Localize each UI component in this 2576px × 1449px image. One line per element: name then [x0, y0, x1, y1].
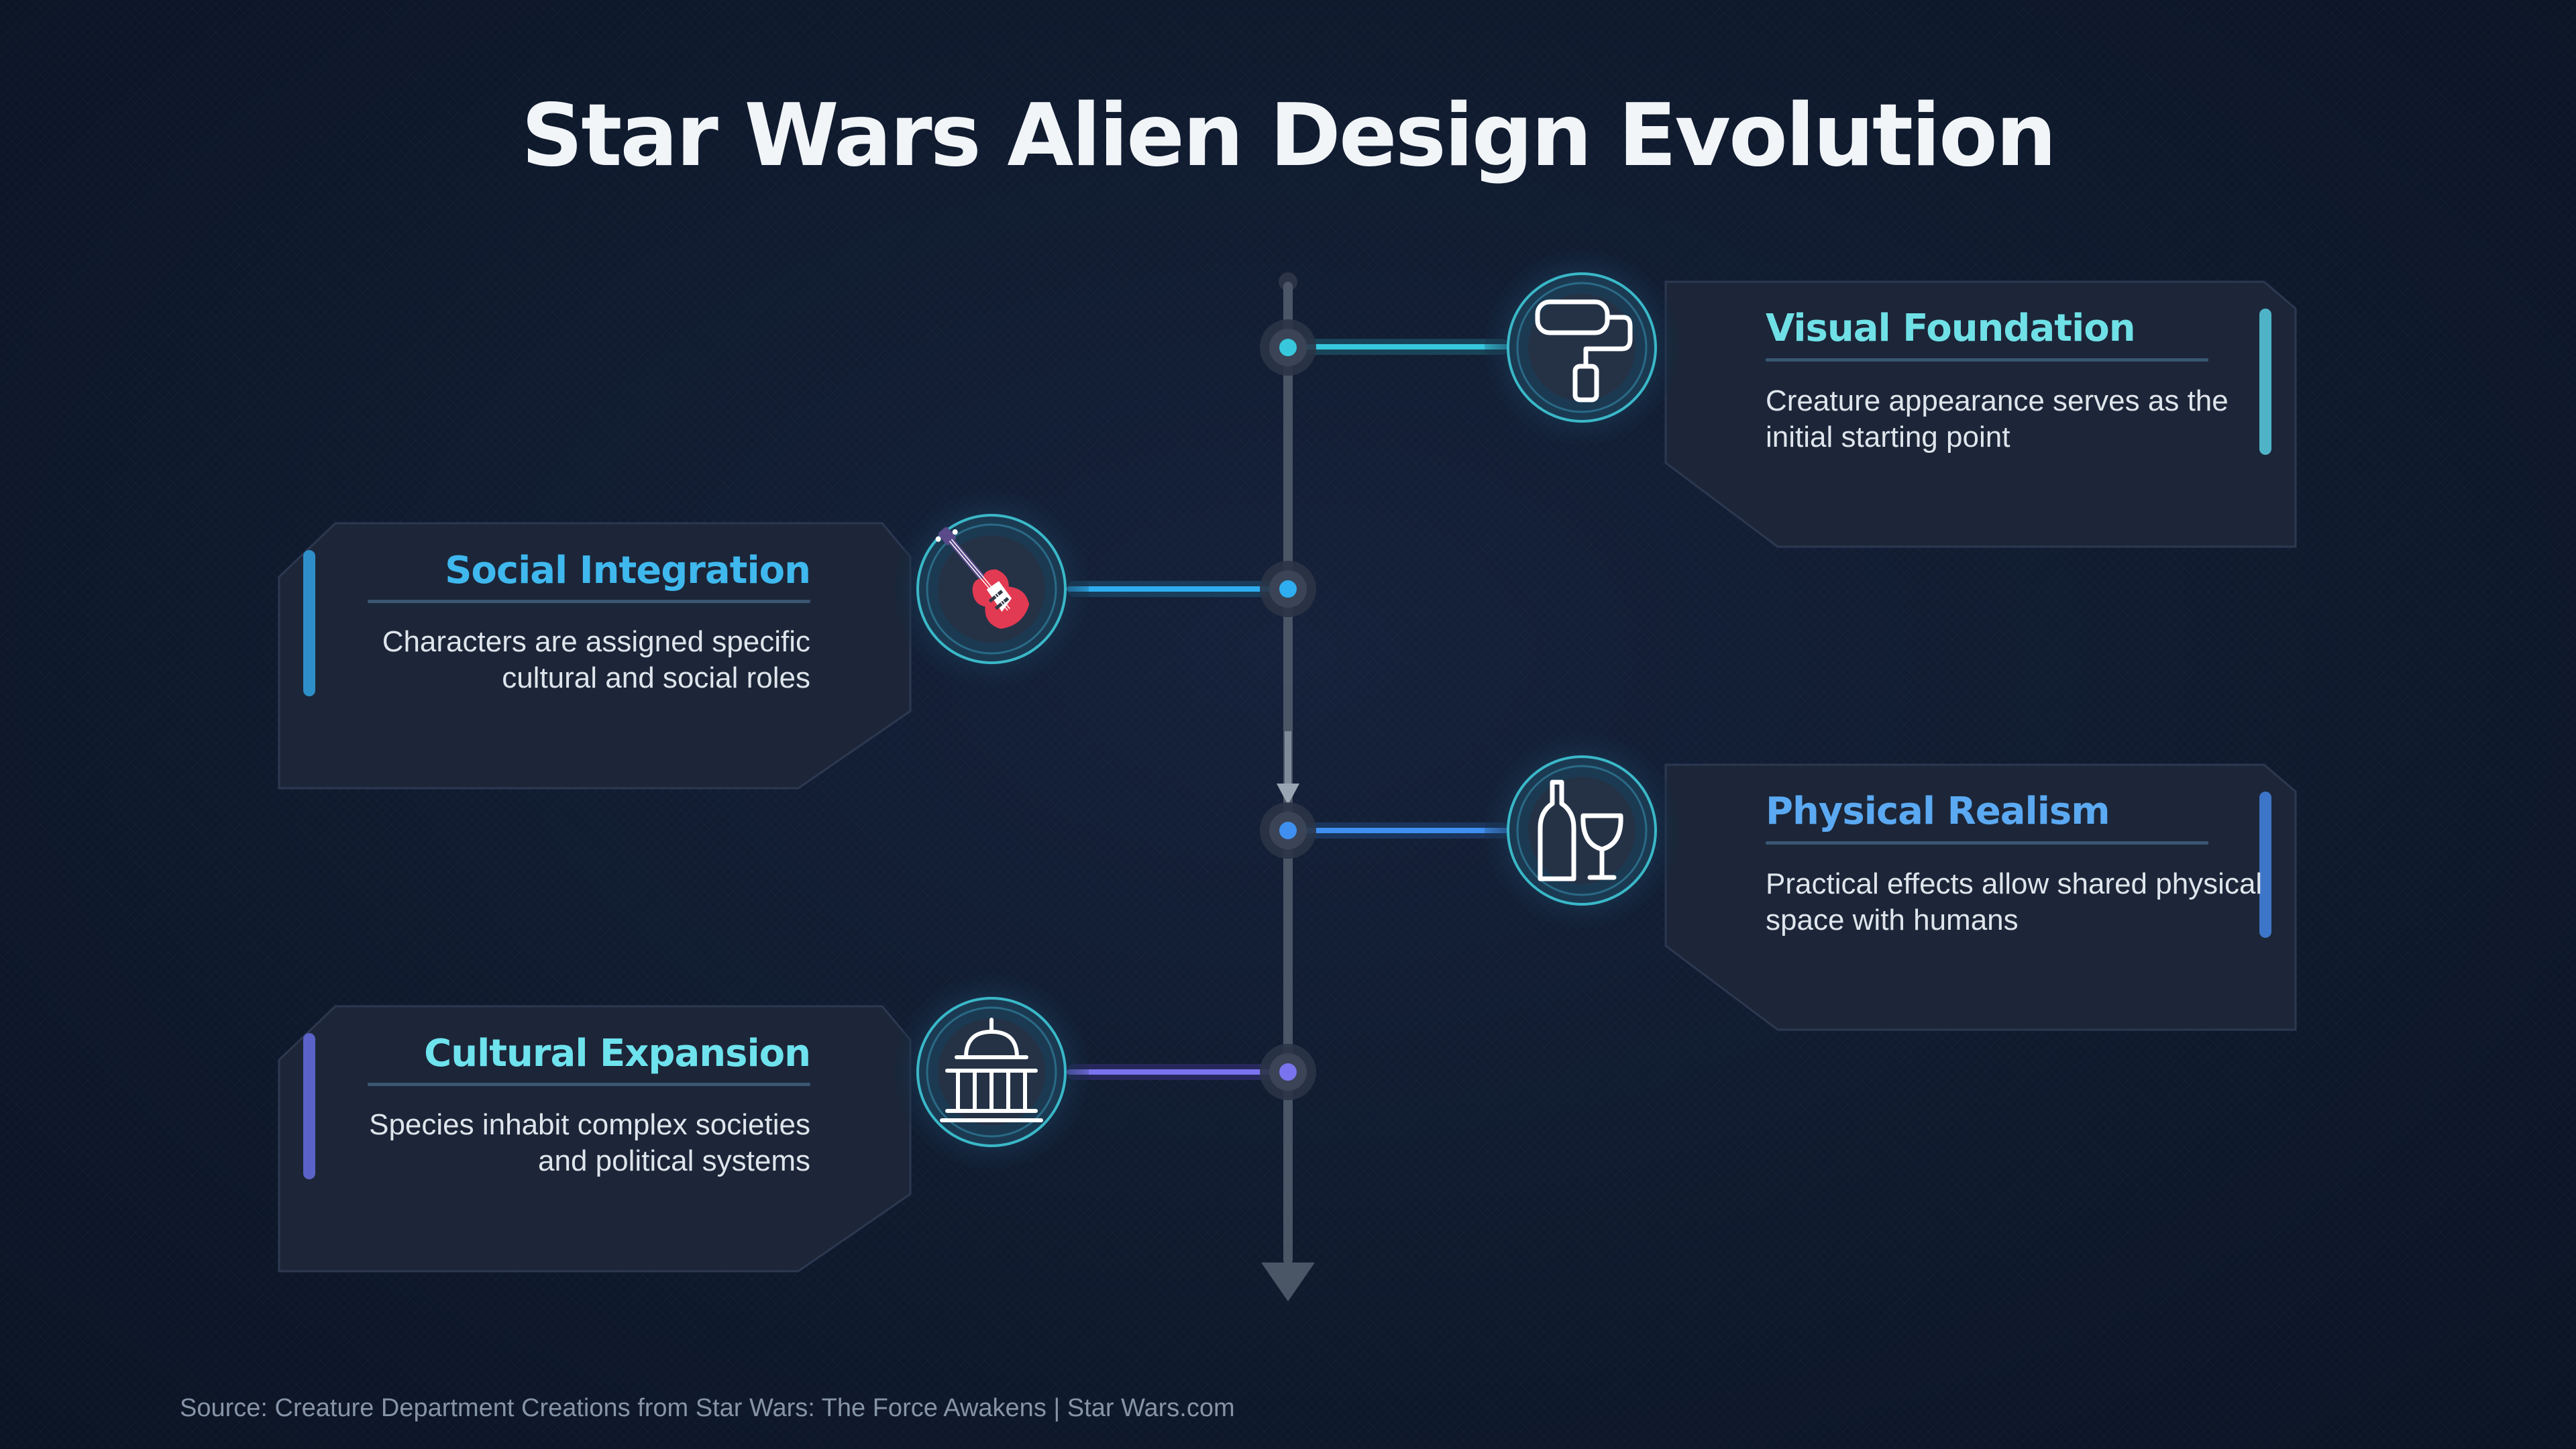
- connector-social-integration: [1067, 561, 1316, 617]
- timeline-mid-arrow: [1277, 784, 1299, 805]
- electric-guitar-icon: [894, 492, 1089, 686]
- stage-card-cultural-expansion: [278, 1005, 912, 1273]
- stage-description: Creature appearance serves as the initia…: [1766, 384, 2229, 453]
- stage-description: Practical effects allow shared physical …: [1766, 867, 2263, 936]
- stage-title: Cultural Expansion: [424, 1032, 811, 1075]
- stage-description: Characters are assigned specific cultura…: [382, 625, 810, 694]
- source-note: Source: Creature Department Creations fr…: [180, 1394, 1235, 1422]
- stage-title: Physical Realism: [1766, 790, 2110, 833]
- page-title: Star Wars Alien Design Evolution: [521, 86, 2057, 186]
- stage-card-social-integration: [278, 522, 912, 790]
- connector-visual-foundation: [1260, 319, 1509, 376]
- paint-roller-icon: [1485, 250, 1679, 445]
- stage-card-physical-realism: [1664, 763, 2297, 1031]
- connector-physical-realism: [1260, 802, 1509, 859]
- capitol-building-icon: [894, 975, 1089, 1169]
- stage-description: Species inhabit complex societies and po…: [369, 1108, 810, 1177]
- stage-title: Social Integration: [445, 549, 811, 592]
- timeline-end-arrow: [1261, 1263, 1315, 1301]
- stage-title: Visual Foundation: [1766, 307, 2136, 350]
- timeline-axis: [1261, 272, 1315, 1301]
- stage-card-visual-foundation: [1664, 280, 2297, 548]
- connector-cultural-expansion: [1067, 1044, 1316, 1100]
- wine-bottle-glass-icon: [1485, 733, 1679, 928]
